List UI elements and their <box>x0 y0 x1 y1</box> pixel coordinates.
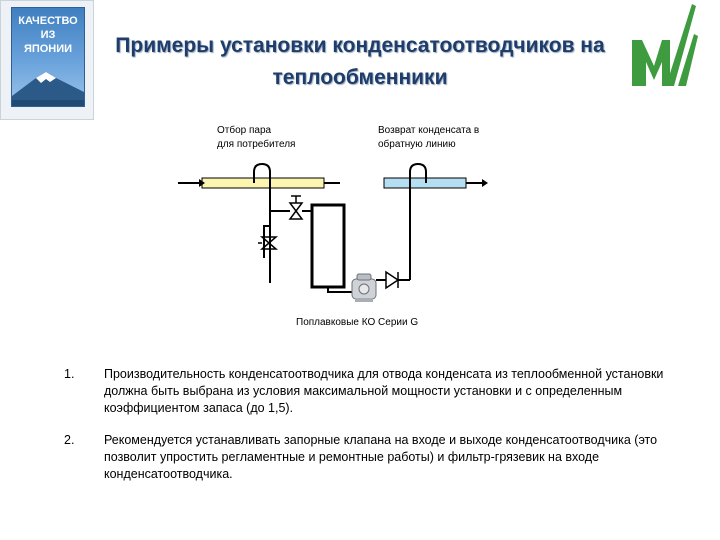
mountain-icon <box>12 72 84 106</box>
heat-exchanger-icon <box>310 203 346 289</box>
drain-valve-icon <box>259 236 279 250</box>
logo-text-line3: ЯПОНИИ <box>23 43 73 55</box>
condensate-return-label-line1: Возврат конденсата в <box>378 125 480 136</box>
float-trap-caption: Поплавковые КО Серии G <box>296 317 419 328</box>
condensate-outlet-pipe <box>327 287 352 293</box>
title-line1: Примеры установки конденсатоотводчиков н… <box>115 34 605 57</box>
note-number: 1. <box>64 367 75 381</box>
page-title: Примеры установки конденсатоотводчиков н… <box>90 30 630 94</box>
logo-panel: КАЧЕСТВО ИЗ ЯПОНИИ <box>11 7 85 107</box>
inlet-valve-icon <box>288 202 304 220</box>
steam-header-pipe <box>201 177 325 189</box>
title-line2: теплообменники <box>272 66 448 89</box>
company-logo-icon <box>632 4 698 86</box>
return-outlet-arrow-icon <box>482 179 488 187</box>
steam-inlet-arrow-icon <box>199 179 205 187</box>
check-valve-icon <box>385 270 400 290</box>
condensate-return-riser <box>409 162 427 280</box>
steam-takeoff-label-line1: Отбор пара <box>217 125 272 136</box>
steam-takeoff-label-line2: для потребителя <box>217 139 296 150</box>
logo-text-line1: КАЧЕСТВО <box>18 15 78 27</box>
condensate-return-label-line2: обратную линию <box>378 139 456 150</box>
float-steam-trap-icon <box>351 273 377 302</box>
note-number: 2. <box>64 433 75 447</box>
steam-takeoff-pipe <box>253 162 271 283</box>
note-text: Рекомендуется устанавливать запорные кла… <box>104 433 658 481</box>
quality-from-japan-logo: КАЧЕСТВО ИЗ ЯПОНИИ <box>0 0 94 120</box>
logo-text-line2: ИЗ <box>40 29 56 41</box>
note-text: Производительность конденсатоотводчика д… <box>104 367 664 415</box>
